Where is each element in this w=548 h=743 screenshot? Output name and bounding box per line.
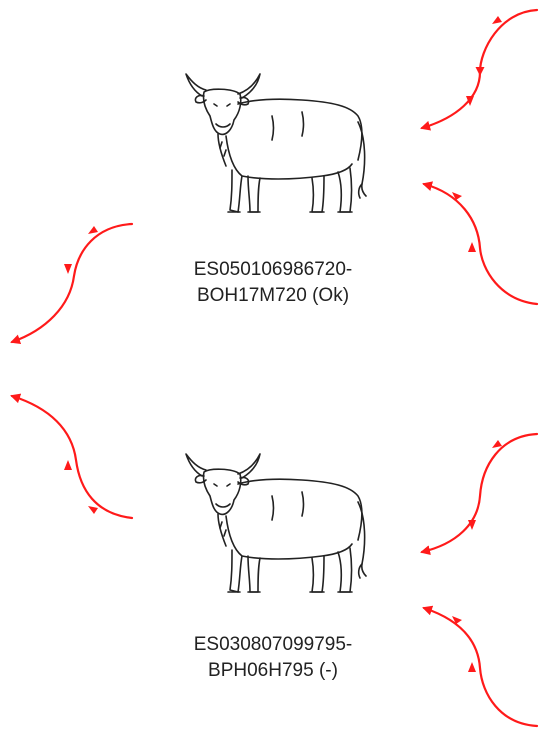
animal-label-line2: BOH17M720 (Ok) (197, 285, 349, 306)
animal-label-line2: BPH06H795 (-) (208, 660, 338, 681)
arrow-midheads (64, 16, 502, 672)
animal-node-1[interactable]: ES050106986720- BOH17M720 (Ok) (185, 73, 367, 306)
arrow-midhead (64, 264, 72, 274)
link-arrow (420, 432, 539, 556)
arrow-midhead (88, 506, 98, 514)
animal-label-line1: ES050106986720- (194, 259, 352, 280)
link-arrow (420, 8, 539, 131)
arrow-midhead (452, 192, 462, 200)
arrow-midhead (468, 242, 476, 252)
arrow-midhead (468, 662, 476, 672)
arrow-midhead (468, 520, 476, 530)
arrow-midhead (466, 96, 474, 106)
animal-node-2[interactable]: ES030807099795- BPH06H795 (-) (185, 453, 367, 681)
animal-label-line1: ES030807099795- (194, 634, 352, 655)
link-arrow (422, 605, 539, 728)
arrow-midhead (452, 616, 462, 624)
arrow-midhead (492, 440, 502, 448)
link-arrow (422, 181, 539, 306)
arrow-midhead (64, 460, 72, 470)
bull-icon (185, 73, 367, 213)
link-arrow (10, 393, 134, 520)
bull-icon (185, 453, 367, 593)
arrow-midhead (88, 226, 98, 234)
arrow-midhead (492, 16, 502, 24)
link-arrow (10, 222, 134, 345)
